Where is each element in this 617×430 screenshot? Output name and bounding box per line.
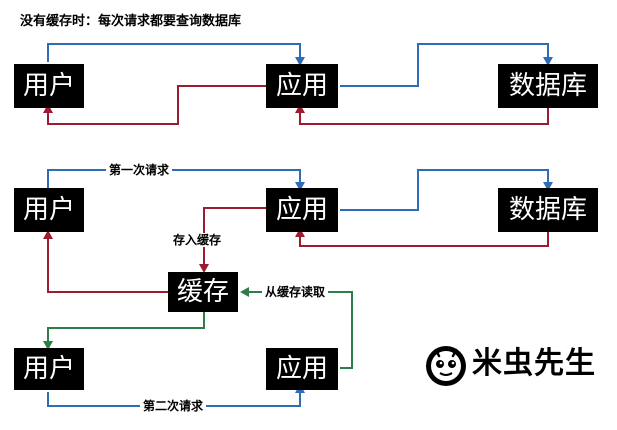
database-node-mid: 数据库 [498,188,598,232]
user-node-top: 用户 [14,64,84,108]
mid-request-path [47,169,549,211]
brand-logo-text: 米虫先生 [472,346,596,381]
top-request-path [47,43,549,87]
second-request-label: 第二次请求 [140,399,207,413]
first-request-label: 第一次请求 [106,163,173,177]
bug-mascot-icon [426,346,466,386]
app-node-mid: 应用 [266,188,338,232]
cache-node: 缓存 [168,272,238,312]
diagram-title: 没有缓存时：每次请求都要查询数据库 [20,14,242,29]
top-response-path [47,85,549,125]
user-node-bottom: 用户 [14,348,84,390]
read-cache-label: 从缓存读取 [262,285,329,299]
store-cache-label: 存入缓存 [170,233,225,247]
user-node-mid: 用户 [14,188,84,232]
database-node-top: 数据库 [498,64,598,108]
app-node-bottom: 应用 [266,348,338,390]
app-node-top: 应用 [266,64,338,108]
